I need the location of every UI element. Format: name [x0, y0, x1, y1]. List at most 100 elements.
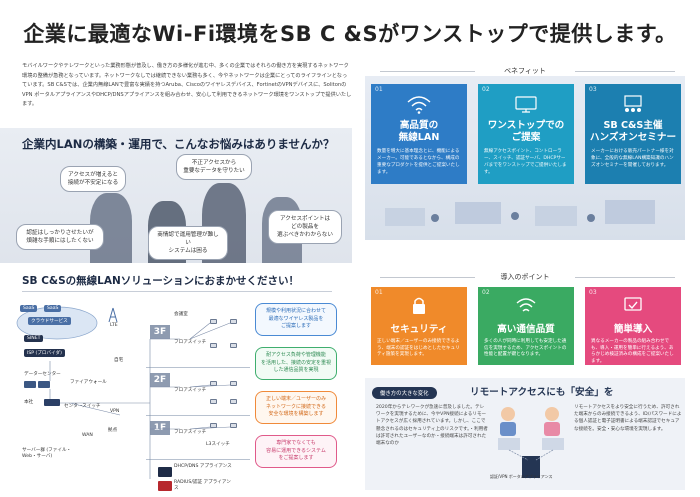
benefit-card-2: 02 ワンストップでの ご提案 無線アクセスポイント、コントローラー、スイッチ、… [478, 84, 574, 184]
illus-label: 認証/VPN ポータルアプライアンス [490, 474, 553, 479]
sinet-label: SINET [24, 335, 44, 342]
benefit-num: 01 [375, 86, 383, 93]
access-point-icon [230, 399, 237, 404]
floor-switch-label-3: フロアスイッチ [174, 430, 207, 435]
radius-label: RADIUS/認証 アプライアンス [174, 480, 231, 491]
access-point-icon [210, 343, 217, 348]
cloud-service-label: クラウドサービス [28, 317, 71, 325]
benefit-num: 02 [482, 86, 490, 93]
firewall-label: ファイアウォール [70, 380, 107, 385]
divider [575, 71, 675, 72]
concern-section: 企業内LANの構築・運用で、こんなお悩みはありませんか？ アクセスが増えると 接… [0, 128, 352, 263]
seminar-icon [624, 95, 642, 112]
remote-right-text: リモートアクセスをより安全に行うため、許可された端末からのみ接続できるよう、ID… [574, 405, 682, 432]
benefit-heading: ベネフィット [504, 67, 546, 75]
isp-label: ISP (プロバイダ) [24, 349, 65, 357]
setup-icon [624, 297, 642, 311]
server-rack-icon [24, 381, 36, 388]
point-card-2: 02 高い通信品質 多くの人が同時に利用しても安定した通信を実現するため、アクセ… [478, 287, 574, 365]
benefit-num: 03 [589, 86, 597, 93]
lte-label: LTE [110, 323, 118, 328]
benefit-card-3: 03 SB C&S主催 ハンズオンセミナー メーカーにおける販売パートナー様を対… [585, 84, 681, 184]
concern-bubble-5: 商情認で運用管理が難しい システムは困る [148, 226, 228, 260]
point-text: 多くの人が同時に利用しても安定した通信を実現するため、アクセスポイントの性能と配… [484, 339, 567, 358]
point-num: 03 [589, 289, 597, 296]
saas-label-2: SaaS [44, 305, 62, 312]
home-label: 自宅 [114, 358, 124, 363]
floor-divider [146, 367, 250, 368]
center-switch-label: センタースイッチ [64, 404, 101, 409]
benefit-card-1: 01 高品質の 無線LAN 数量を増大に基本理念とに、機能によるメーカー。可能で… [371, 84, 467, 184]
datacenter-label: データーセンター [24, 372, 61, 377]
floor-divider [146, 459, 250, 460]
honsha-label: 本社 [24, 400, 34, 405]
concern-bubble-4: 認証はしっかりさせたいが 煩雑な手順にはしたくない [16, 224, 104, 250]
server-group-label: サーバー群 (ファイル・Web・サーバ) [22, 448, 72, 459]
floor-1f: 1F [150, 421, 170, 435]
callout-quality: 耐アクセス負荷や管理機能 を活用した、接続の安定を重視 した通信品質を実現 [255, 347, 337, 380]
access-point-icon [210, 423, 217, 428]
kaigishitsu-label: 会議室 [174, 312, 188, 317]
access-point-icon [210, 319, 217, 324]
concern-bubble-1: アクセスが増えると 接続が不安定になる [60, 166, 126, 192]
callout-operation: 専門家でなくても 容易に運用できるシステム をご提案します [255, 435, 337, 468]
benefit-title: ワンストップでの ご提案 [487, 120, 565, 143]
divider [380, 277, 475, 278]
wan-label: WAN [82, 433, 93, 438]
point-card-3: 03 簡単導入 異なるメーカーの製品の組み合わせでも、導入・運用を簡単に行えるよ… [585, 287, 681, 365]
remote-tag: 働き方の大きな変化 [372, 387, 437, 399]
remote-left-text: 2020年からテレワークが急速に普及しました。テレワークを実現するために、今やV… [376, 405, 488, 447]
callout-security: 正しい端末／ユーザーのみ ネットワークに接続できる 安全な環境を構築します [255, 391, 337, 424]
access-point-icon [230, 319, 237, 324]
point-title: 高い通信品質 [497, 324, 555, 335]
network-lines [49, 322, 231, 479]
points-heading: 導入のポイント [500, 273, 550, 281]
benefit-text: 数量を増大に基本理念とに、機能によるメーカー。可能であるとなから、構成の重要なプ… [377, 149, 460, 175]
concern-bubble-3: アクセスポイントは どの製品を 選ぶべきかわからない [268, 210, 342, 244]
appliance-icon [158, 467, 172, 477]
point-num: 01 [375, 289, 383, 296]
benefit-title: 高品質の 無線LAN [398, 120, 440, 143]
callout-wireless: 規模や利用状況に合わせて 最適なワイヤレス製品を ご提案します [255, 303, 337, 336]
remote-users-icon [498, 407, 564, 478]
benefit-text: メーカーにおける販売パートナー様を対象に、全般的な無線LAN構築知識のハンズオン… [591, 149, 674, 168]
l3-switch-label: L3スイッチ [206, 442, 230, 447]
saas-label: SaaS [20, 305, 38, 312]
office-illustration [385, 200, 655, 226]
solution-title: SB C&Sの無線LANソリューションにおまかせください！ [22, 275, 300, 287]
access-point-icon [210, 399, 217, 404]
floor-switch-label-2: フロアスイッチ [174, 388, 207, 393]
concern-bubble-2: 不正アクセスから 重要なデータを守りたい [176, 154, 252, 180]
network-devices-icon [515, 96, 537, 113]
divider [575, 277, 675, 278]
point-text: 正しい端末／ユーザーのみ接続できるよう、端末の認証をはじめとしたセキュリティ施策… [377, 339, 460, 358]
signal-icon [516, 298, 536, 312]
network-diagram: SaaS SaaS クラウドサービス SINET ISP (プロバイダ) LTE… [10, 299, 250, 495]
floor-switch-label: フロアスイッチ [174, 340, 207, 345]
dhcp-label: DHCP/DNS アプライアンス [174, 464, 232, 469]
appliance-icon [158, 481, 172, 491]
point-title: セキュリティ [390, 324, 448, 335]
access-point-icon [230, 381, 237, 386]
floor-3f: 3F [150, 325, 170, 339]
point-text: 異なるメーカーの製品の組み合わせでも、導入・運用を簡単に行えるよう、あらかじめ検… [591, 339, 674, 364]
floor-divider [146, 415, 250, 416]
wifi-icon [407, 96, 431, 114]
divider [380, 71, 475, 72]
solution-section: SB C&Sの無線LANソリューションにおまかせください！ SaaS SaaS … [0, 263, 352, 497]
headline: 企業に最適なWi-Fi環境をSB C &Sがワンストップで提供します。 [23, 22, 677, 46]
access-point-icon [210, 381, 217, 386]
kyoten-label: 拠点 [108, 428, 118, 433]
remote-title: リモートアクセスにも「安全」を [470, 387, 614, 398]
center-switch-icon [44, 399, 60, 406]
point-num: 02 [482, 289, 490, 296]
concern-title: 企業内LANの構築・運用で、こんなお悩みはありませんか？ [22, 137, 335, 151]
lte-tower-icon [108, 307, 118, 323]
divider [22, 291, 332, 292]
benefit-title: SB C&S主催 ハンズオンセミナー [589, 120, 677, 143]
intro-text: モバイルワークやテレワークといった業務形態が普及し、働き方の多様化が進む中、多く… [22, 63, 352, 108]
access-point-icon [230, 343, 237, 348]
vpn-label: VPN [110, 409, 120, 414]
point-card-1: 01 セキュリティ 正しい端末／ユーザーのみ接続できるよう、端末の認証をはじめと… [371, 287, 467, 365]
server-rack-icon [38, 381, 50, 388]
